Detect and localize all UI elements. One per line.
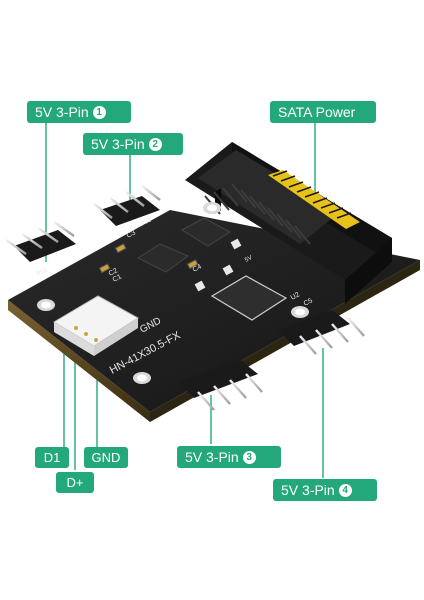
number-2-badge: 2 bbox=[148, 137, 162, 151]
silk-p1: P01 bbox=[36, 267, 49, 278]
silk-c1: C1 bbox=[112, 273, 123, 283]
label-d1: D1 bbox=[35, 447, 69, 468]
label-5v-3pin-4: 5V 3-Pin 4 bbox=[273, 479, 377, 501]
pcb-edge-front bbox=[8, 300, 150, 422]
sata-connector bbox=[185, 142, 392, 304]
pin-header-4 bbox=[278, 310, 365, 355]
silk-5v: 5V bbox=[244, 255, 253, 264]
label-d1-text: D1 bbox=[43, 450, 61, 465]
label-5v-3pin-1-text: 5V 3-Pin bbox=[35, 104, 89, 120]
label-gnd-text: GND bbox=[91, 450, 121, 465]
label-5v-3pin-4-text: 5V 3-Pin bbox=[281, 482, 335, 498]
mounting-holes bbox=[37, 202, 309, 384]
silk-c3: C3 bbox=[126, 229, 137, 239]
label-dplus-text: D+ bbox=[66, 475, 84, 490]
pin-header-2 bbox=[93, 185, 161, 226]
number-4-badge: 4 bbox=[338, 483, 352, 497]
label-5v-3pin-2-text: 5V 3-Pin bbox=[91, 136, 145, 152]
chip-u1 bbox=[136, 217, 288, 321]
label-5v-3pin-3: 5V 3-Pin 3 bbox=[177, 446, 281, 468]
white-4pin-header bbox=[53, 295, 139, 356]
label-5v-3pin-1: 5V 3-Pin 1 bbox=[27, 101, 131, 123]
silk-p2: P02 bbox=[140, 217, 153, 228]
label-sata-power: SATA Power bbox=[270, 101, 376, 123]
pin-header-3 bbox=[178, 360, 263, 411]
label-gnd: GND bbox=[84, 447, 128, 468]
label-dplus: D+ bbox=[56, 472, 94, 493]
pin-header-1 bbox=[5, 221, 76, 262]
silk-c4: C4 bbox=[192, 263, 203, 273]
label-5v-3pin-2: 5V 3-Pin 2 bbox=[83, 133, 183, 155]
label-5v-3pin-3-text: 5V 3-Pin bbox=[185, 449, 239, 465]
number-1-badge: 1 bbox=[92, 105, 106, 119]
number-3-badge: 3 bbox=[242, 450, 256, 464]
silk-c2: C2 bbox=[108, 267, 119, 277]
label-sata-power-text: SATA Power bbox=[278, 104, 356, 120]
silk-c5: C5 bbox=[303, 297, 314, 307]
silk-u2: U2 bbox=[290, 291, 301, 301]
smd-components bbox=[98, 238, 242, 292]
